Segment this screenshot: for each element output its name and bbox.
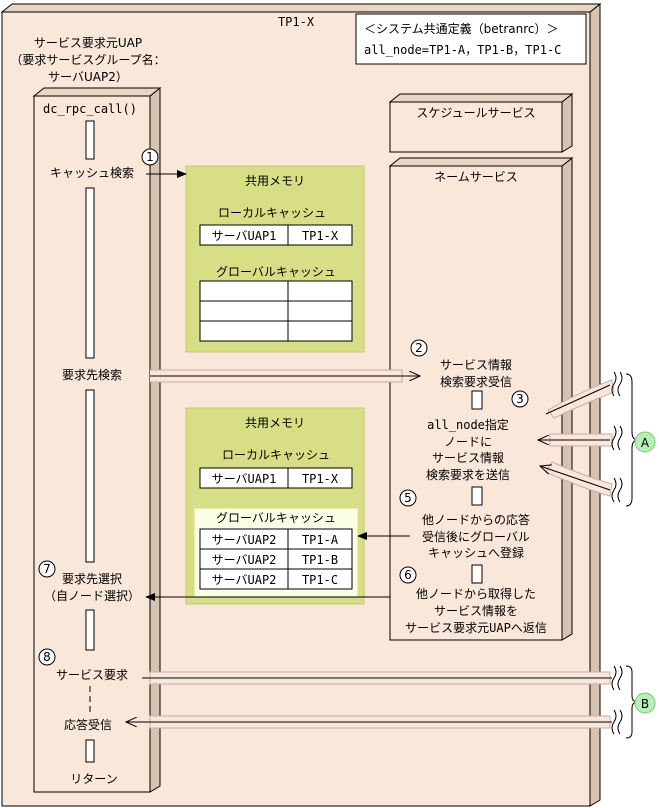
global-cache-label: グローバルキャッシュ — [216, 511, 336, 525]
schedule-service-box: スケジュールサービス — [388, 92, 574, 153]
step-1: 1 — [141, 148, 159, 166]
step-6: 6 — [399, 566, 417, 584]
receive-line-1: サービス情報 — [440, 358, 512, 372]
name-service-activation-2 — [471, 486, 483, 506]
cache-cell: TP1-X — [302, 229, 339, 243]
response-receive-label: 応答受信 — [64, 717, 112, 732]
step-7-number: 7 — [43, 562, 51, 576]
global-cache-table-empty — [199, 280, 353, 342]
step-1-number: 1 — [146, 150, 154, 164]
rpc-call-label: dc_rpc_call() — [43, 102, 137, 116]
cache-cell: TP1-C — [302, 573, 338, 587]
node-title: TP1-X — [278, 15, 315, 29]
step-3-number: 3 — [516, 392, 524, 406]
shared-memory-title: 共用メモリ — [245, 416, 305, 430]
name-service-activation-1 — [471, 390, 483, 410]
local-cache-table: サーバUAP1 TP1-X — [199, 224, 353, 246]
step-8-number: 8 — [43, 650, 51, 664]
service-request-pipe-arrow — [142, 671, 612, 685]
connector-b-label: B — [641, 697, 649, 711]
service-request-label: サービス要求 — [56, 668, 128, 682]
definition-line-2: all_node=TP1-A，TP1-B，TP1-C — [364, 43, 561, 57]
connector-a: A — [634, 431, 656, 453]
local-cache-table: サーバUAP1 TP1-X — [199, 467, 353, 489]
client-title-line-1: サービス要求元UAP — [34, 36, 142, 50]
step-2: 2 — [410, 339, 428, 357]
step-5: 5 — [399, 489, 417, 507]
cache-search-label: キャッシュ検索 — [50, 166, 134, 180]
client-title-line-3: サーバUAP2） — [48, 70, 128, 84]
send-line-4: 検索要求を送信 — [426, 467, 510, 482]
global-cache-label: グローバルキャッシュ — [216, 265, 336, 279]
cache-cell: TP1-X — [302, 472, 339, 486]
reply-line-1: 他ノードから取得した — [416, 586, 536, 601]
response-receive-pipe-arrow — [126, 715, 612, 729]
cache-cell: TP1-A — [302, 533, 339, 547]
break-marks — [611, 371, 623, 735]
local-cache-label: ローカルキャッシュ — [218, 206, 326, 220]
return-label: リターン — [70, 772, 117, 786]
step-7: 7 — [38, 560, 56, 578]
send-line-1: all_node指定 — [427, 417, 509, 432]
request-search-pipe-arrow — [150, 369, 420, 383]
receive-line-2: 検索要求受信 — [440, 375, 512, 389]
cache-cell: サーバUAP2 — [212, 553, 277, 567]
cache-cell: サーバUAP1 — [212, 472, 277, 486]
node-request-pipes — [538, 379, 615, 497]
cache-cell: サーバUAP2 — [212, 533, 277, 547]
cache-cell: サーバUAP1 — [212, 229, 277, 243]
global-cache-table: サーバUAP2 TP1-A サーバUAP2 TP1-B サーバUAP2 TP1-… — [199, 528, 353, 590]
client-activation-bars — [85, 120, 95, 763]
register-line-2: 受信後にグローバル — [422, 530, 530, 544]
register-line-3: キャッシュへ登録 — [428, 545, 524, 560]
cache-cell: TP1-B — [302, 553, 338, 567]
shared-memory-top: 共用メモリ ローカルキャッシュ サーバUAP1 TP1-X グローバルキャッシュ — [185, 165, 365, 353]
step-6-number: 6 — [404, 568, 412, 582]
register-line-1: 他ノードからの応答 — [422, 512, 530, 527]
system-definition-box: ＜システム共通定義（betranrc）＞ all_node=TP1-A，TP1-… — [355, 13, 587, 65]
request-search-label: 要求先検索 — [62, 368, 122, 382]
reply-line-3: サービス要求元UAPへ返信 — [405, 621, 547, 635]
client-uap-title: サービス要求元UAP （要求サービスグループ名： サーバUAP2） — [10, 36, 165, 84]
request-select-label: 要求先選択 — [62, 572, 122, 586]
shared-memory-title: 共用メモリ — [245, 174, 305, 188]
own-node-select-label: （自ノード選択） — [44, 589, 140, 603]
connector-a-label: A — [641, 436, 650, 450]
step-3: 3 — [511, 390, 529, 408]
send-line-2: ノードに — [444, 435, 492, 449]
local-cache-label: ローカルキャッシュ — [222, 448, 330, 462]
reply-line-2: サービス情報を — [434, 604, 518, 618]
name-service-label: ネームサービス — [434, 170, 518, 184]
step-2-number: 2 — [415, 341, 423, 355]
schedule-service-label: スケジュールサービス — [416, 106, 535, 120]
send-line-3: サービス情報 — [432, 451, 504, 465]
step-5-number: 5 — [404, 491, 412, 505]
name-service-activation-3 — [471, 564, 483, 584]
client-title-line-2: （要求サービスグループ名： — [10, 52, 165, 67]
cache-cell: サーバUAP2 — [212, 573, 277, 587]
step-8: 8 — [38, 648, 56, 666]
connector-b: B — [634, 692, 656, 714]
definition-line-1: ＜システム共通定義（betranrc）＞ — [364, 21, 559, 36]
client-uap-column — [32, 86, 162, 793]
shared-memory-bottom: 共用メモリ ローカルキャッシュ サーバUAP1 TP1-X グローバルキャッシュ… — [185, 407, 365, 605]
